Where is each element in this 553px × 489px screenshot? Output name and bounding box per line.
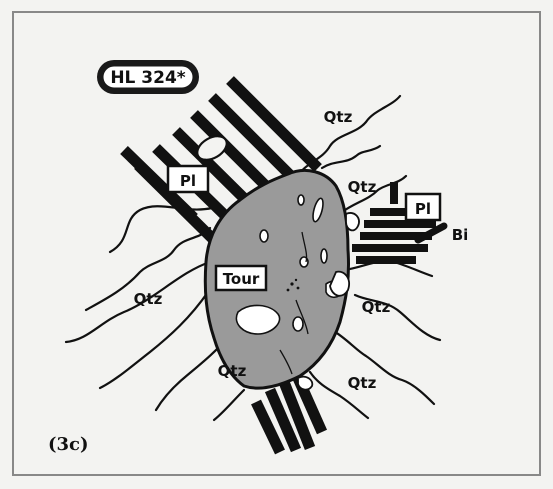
- mineral-label-qtz: Qtz: [348, 178, 377, 196]
- mineral-label-tour: Tour: [223, 270, 260, 288]
- mineral-label-qtz: Qtz: [134, 290, 163, 308]
- mineral-label-pl: Pl: [180, 172, 196, 190]
- quartz-fragment: [298, 377, 312, 390]
- mineral-label-qtz: Qtz: [348, 374, 377, 392]
- sample-id-badge: HL 324*: [97, 60, 199, 94]
- label-box-plagioclase-right: Pl: [406, 194, 440, 220]
- figure-caption: (3c): [48, 434, 89, 455]
- mineral-label-qtz: Qtz: [218, 362, 247, 380]
- mineral-label-qtz: Qtz: [324, 108, 353, 126]
- mineral-label-pl: Pl: [415, 200, 431, 218]
- quartz-fragment: [346, 213, 359, 230]
- mineral-label-bi: Bi: [452, 226, 469, 244]
- mineral-label-qtz: Qtz: [362, 298, 391, 316]
- label-box-tourmaline: Tour: [216, 266, 266, 290]
- plagioclase-grain-bottom: [256, 378, 322, 452]
- sample-id-text: HL 324*: [110, 68, 185, 88]
- label-box-plagioclase-left: Pl: [168, 166, 208, 192]
